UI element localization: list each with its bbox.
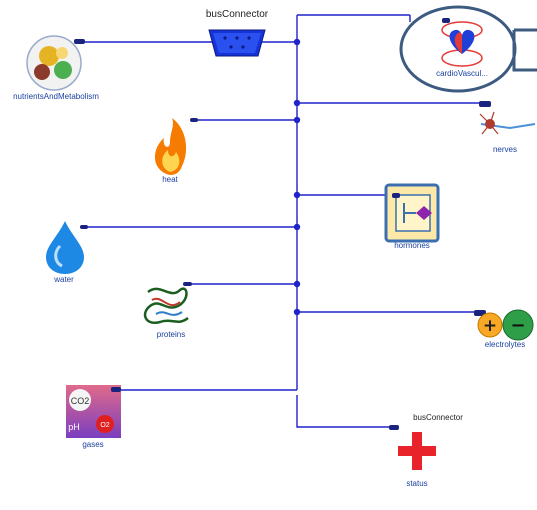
- port: [74, 39, 85, 44]
- junction-dots: [293, 38, 301, 316]
- port: [80, 225, 88, 229]
- port: [442, 18, 450, 23]
- proteins-label: proteins: [157, 330, 185, 339]
- junction-dot: [293, 99, 301, 107]
- port: [474, 310, 486, 316]
- o2-label: O2: [100, 422, 109, 429]
- nutrients-label: nutrientsAndMetabolism: [13, 92, 99, 101]
- port: [392, 193, 400, 198]
- bus-connector-top-icon[interactable]: [208, 29, 266, 57]
- status-bus-label: busConnector: [413, 413, 463, 422]
- electrolytes-component[interactable]: + − electrolytes: [474, 309, 534, 349]
- cardio-label: cardioVascul...: [436, 69, 488, 78]
- gases-label: gases: [82, 440, 103, 449]
- status-label: status: [406, 479, 427, 488]
- port: [190, 118, 198, 122]
- ph-label: pH: [68, 422, 80, 432]
- nerves-label: nerves: [493, 145, 517, 154]
- co2-label: CO2: [71, 396, 90, 406]
- cardio-component[interactable]: cardioVascul...: [399, 5, 537, 93]
- port: [111, 387, 121, 392]
- junction-dot: [293, 116, 301, 124]
- port: [389, 425, 399, 430]
- port: [183, 282, 192, 286]
- nutrients-component[interactable]: nutrientsAndMetabolism: [13, 35, 99, 101]
- gases-component[interactable]: CO2 O2 pH gases: [66, 385, 121, 449]
- heat-component[interactable]: heat: [154, 118, 198, 184]
- minus-sign: −: [510, 315, 525, 336]
- wire-status: [296, 395, 393, 428]
- junction-dot: [293, 38, 301, 46]
- hormones-label: hormones: [394, 241, 430, 250]
- nerves-component[interactable]: nerves: [479, 101, 536, 154]
- highlight-pointer: [512, 28, 537, 72]
- water-component[interactable]: water: [46, 221, 88, 284]
- port: [479, 101, 491, 107]
- bus-connector-label: busConnector: [206, 9, 269, 20]
- hormones-component[interactable]: hormones: [384, 183, 440, 250]
- junction-dot: [293, 223, 301, 231]
- plus-sign: +: [483, 316, 497, 336]
- heat-label: heat: [162, 175, 178, 184]
- proteins-component[interactable]: proteins: [143, 282, 192, 339]
- bus-wires: [85, 14, 485, 428]
- status-component[interactable]: busConnector status: [389, 413, 463, 488]
- junction-dot: [293, 308, 301, 316]
- water-label: water: [53, 275, 74, 284]
- junction-dot: [293, 280, 301, 288]
- electrolytes-label: electrolytes: [485, 340, 525, 349]
- junction-dot: [293, 191, 301, 199]
